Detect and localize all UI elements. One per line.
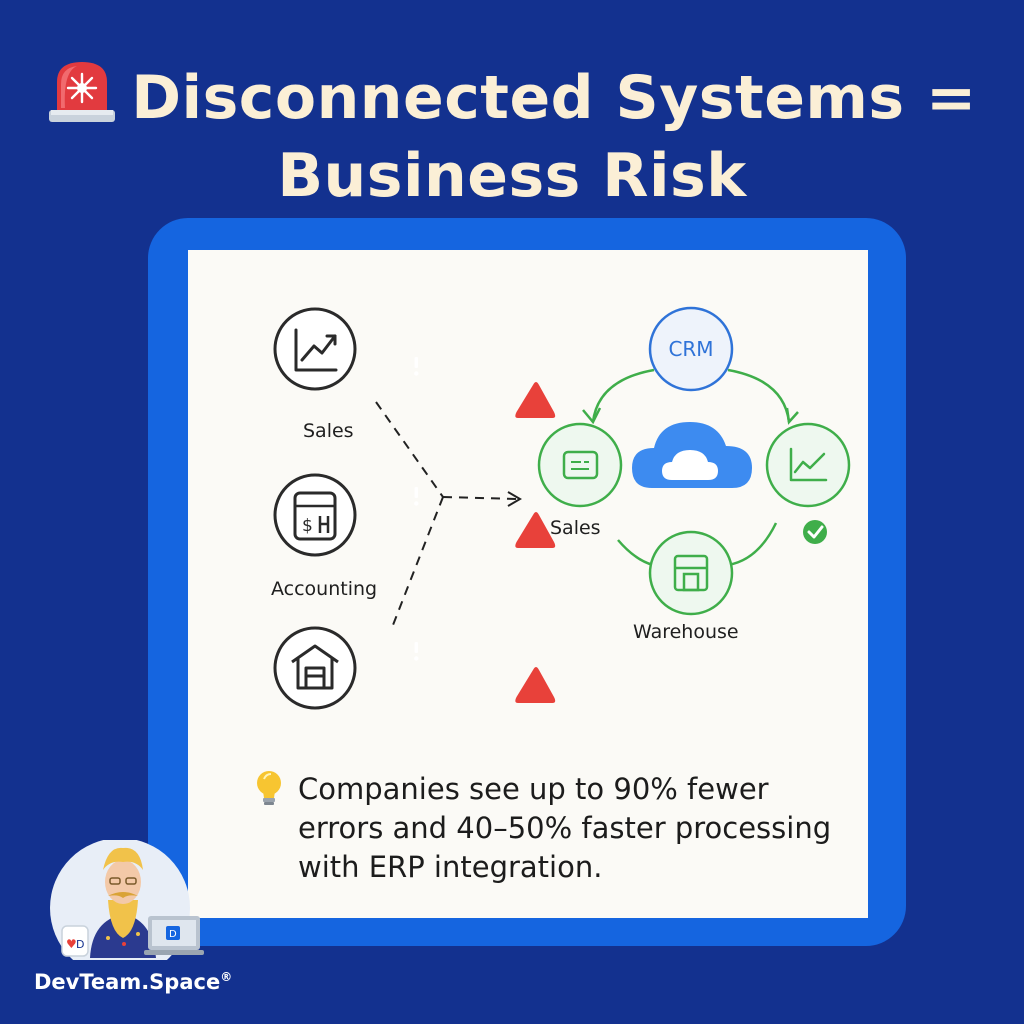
footnote: Companies see up to 90% fewer errors and… (248, 770, 848, 887)
warning-triangle-icon (414, 642, 556, 703)
sales-node (537, 422, 623, 508)
brand-mark: ® (220, 970, 233, 984)
accounting-label: Accounting (271, 578, 378, 600)
title-line-1: Disconnected Systems = (131, 63, 977, 133)
sales-label: Sales (303, 420, 354, 442)
analytics-node (765, 422, 851, 508)
warehouse-label: Warehouse (633, 621, 739, 643)
cloud-icon (632, 422, 752, 488)
warehouse-node (648, 530, 734, 616)
svg-text:D: D (76, 938, 84, 951)
crm-node: CRM (648, 306, 734, 392)
brand-logo: DevTeam.Space® (34, 970, 232, 994)
footnote-text: Companies see up to 90% fewer errors and… (298, 772, 832, 884)
page-title: Disconnected Systems = Business Risk (40, 58, 984, 212)
lightbulb-icon (254, 769, 284, 813)
svg-text:D: D (169, 929, 177, 940)
svg-text:♥: ♥ (66, 937, 77, 951)
crm-node-label: CRM (668, 337, 713, 361)
svg-text:$: $ (302, 516, 313, 536)
siren-icon (47, 58, 117, 140)
sales-system-icon (273, 307, 357, 391)
title-line-2: Business Risk (277, 141, 747, 211)
brand-name: DevTeam.Space (34, 970, 221, 994)
diagram-card: $ (188, 250, 868, 918)
integration-diagram: $ (273, 306, 851, 710)
warning-triangle-icon (414, 357, 556, 418)
warehouse-system-icon (273, 626, 357, 710)
integrated-sales-label: Sales (550, 517, 601, 539)
cycle-arrowheads (582, 407, 799, 425)
arrow-head (507, 491, 522, 507)
accounting-system-icon: $ (273, 473, 357, 557)
warning-triangle-icon (414, 487, 556, 548)
mascot-avatar: ♥ D D (48, 838, 208, 978)
check-circle-icon (803, 520, 827, 544)
dashed-connectors (375, 401, 519, 626)
